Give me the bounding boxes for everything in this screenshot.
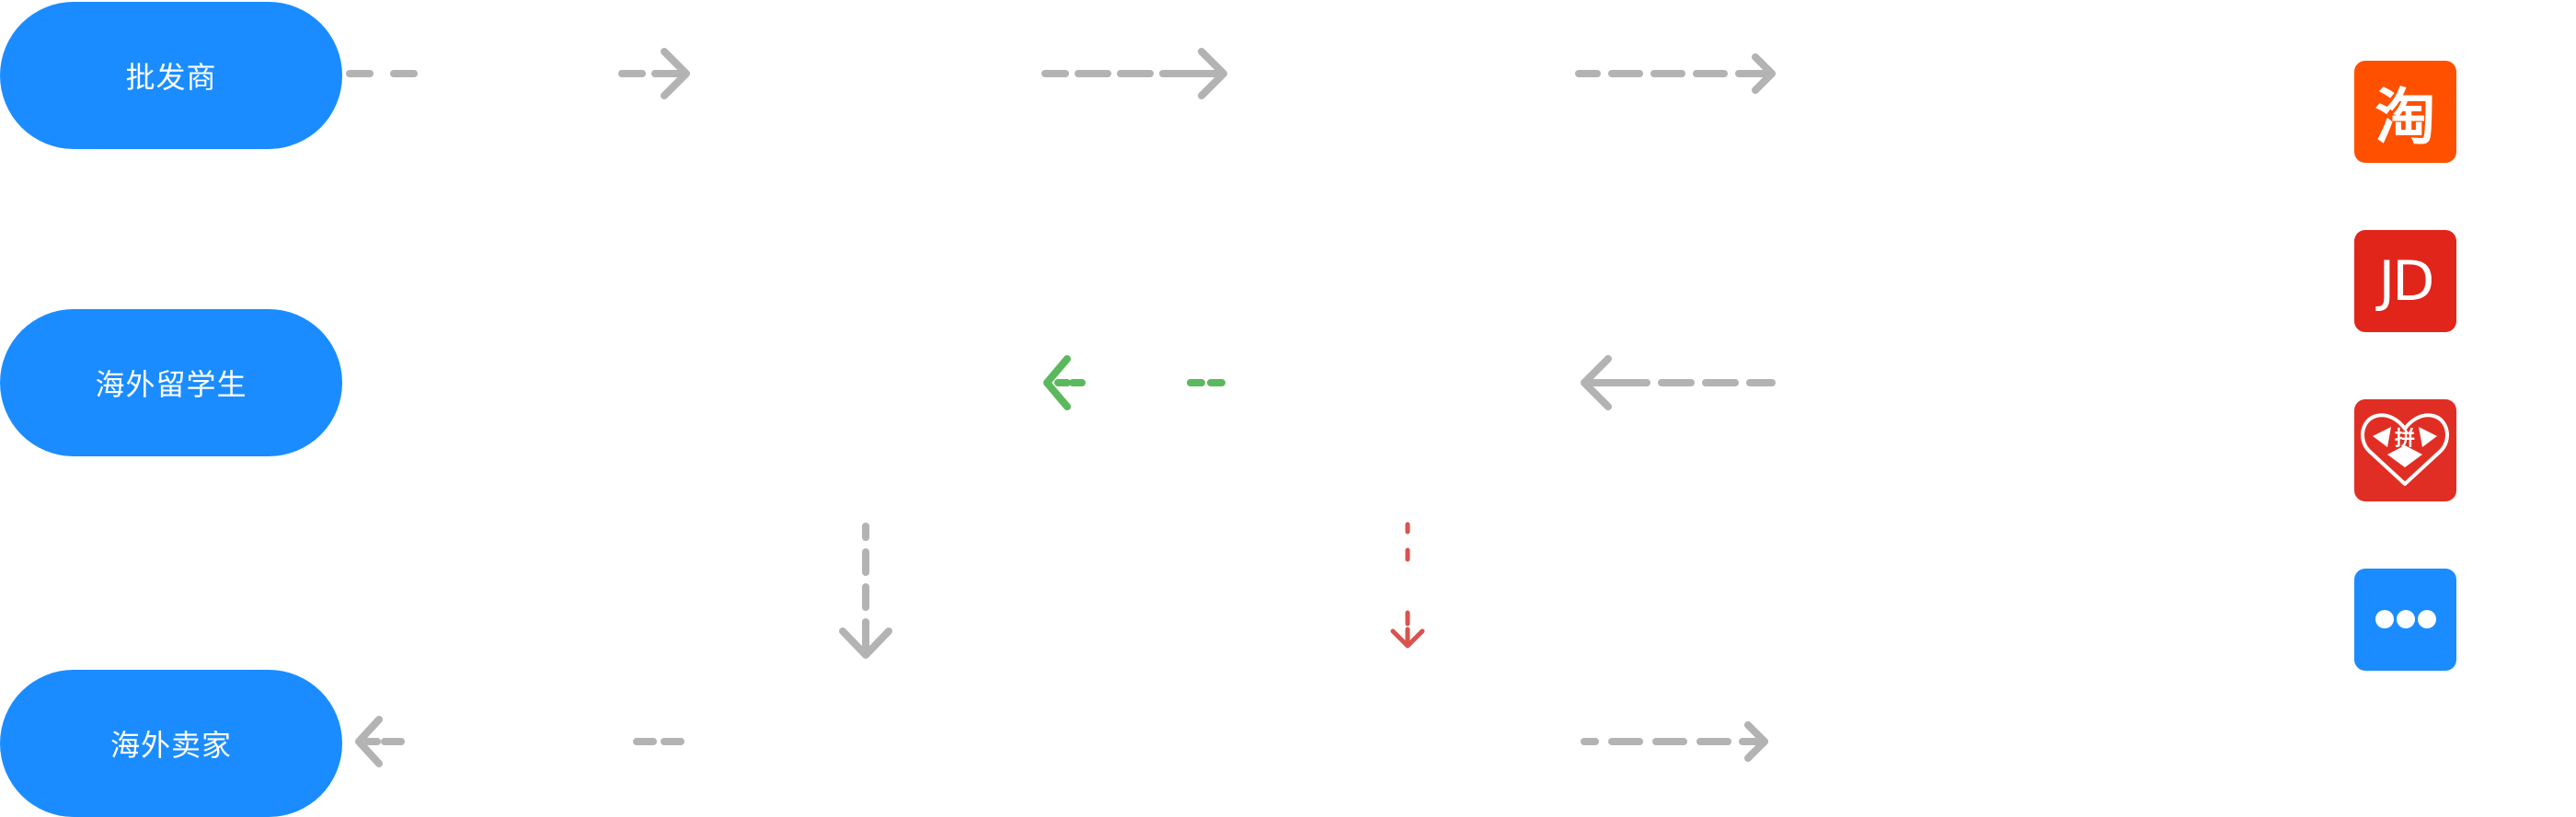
vertical-red-arrow <box>1390 522 1425 649</box>
svg-text:拼: 拼 <box>2395 427 2415 451</box>
pinduoduo-icon[interactable]: 拼 拼 <box>2354 399 2456 501</box>
vertical-gray-arrow <box>839 523 892 659</box>
taobao-glyph: 淘 <box>2375 81 2436 153</box>
row1-arrow-2 <box>1041 48 1227 99</box>
taobao-icon[interactable]: 淘 <box>2354 61 2456 163</box>
row1-arrow-3 <box>1575 53 1776 94</box>
row2-gray-arrow <box>1581 355 1776 410</box>
row3-right-arrow <box>1581 721 1768 762</box>
pinduoduo-heart-logo: 拼 <box>2361 413 2449 486</box>
overseas-sellers-node[interactable]: 海外卖家 <box>0 670 342 817</box>
wholesaler-node[interactable]: 批发商 <box>0 2 342 149</box>
row1-arrow-1 <box>618 48 690 99</box>
overseas-sellers-label: 海外卖家 <box>109 728 232 763</box>
jd-icon[interactable]: JD <box>2354 230 2456 332</box>
overseas-students-label: 海外留学生 <box>95 367 247 402</box>
more-dots <box>2375 610 2436 628</box>
overseas-students-node[interactable]: 海外留学生 <box>0 309 342 456</box>
more-icon[interactable] <box>2354 569 2456 671</box>
wholesaler-label: 批发商 <box>125 60 217 95</box>
row2-green-arrow <box>1043 355 1086 410</box>
row3-left-arrow <box>355 716 405 767</box>
jd-glyph: JD <box>2378 248 2435 314</box>
